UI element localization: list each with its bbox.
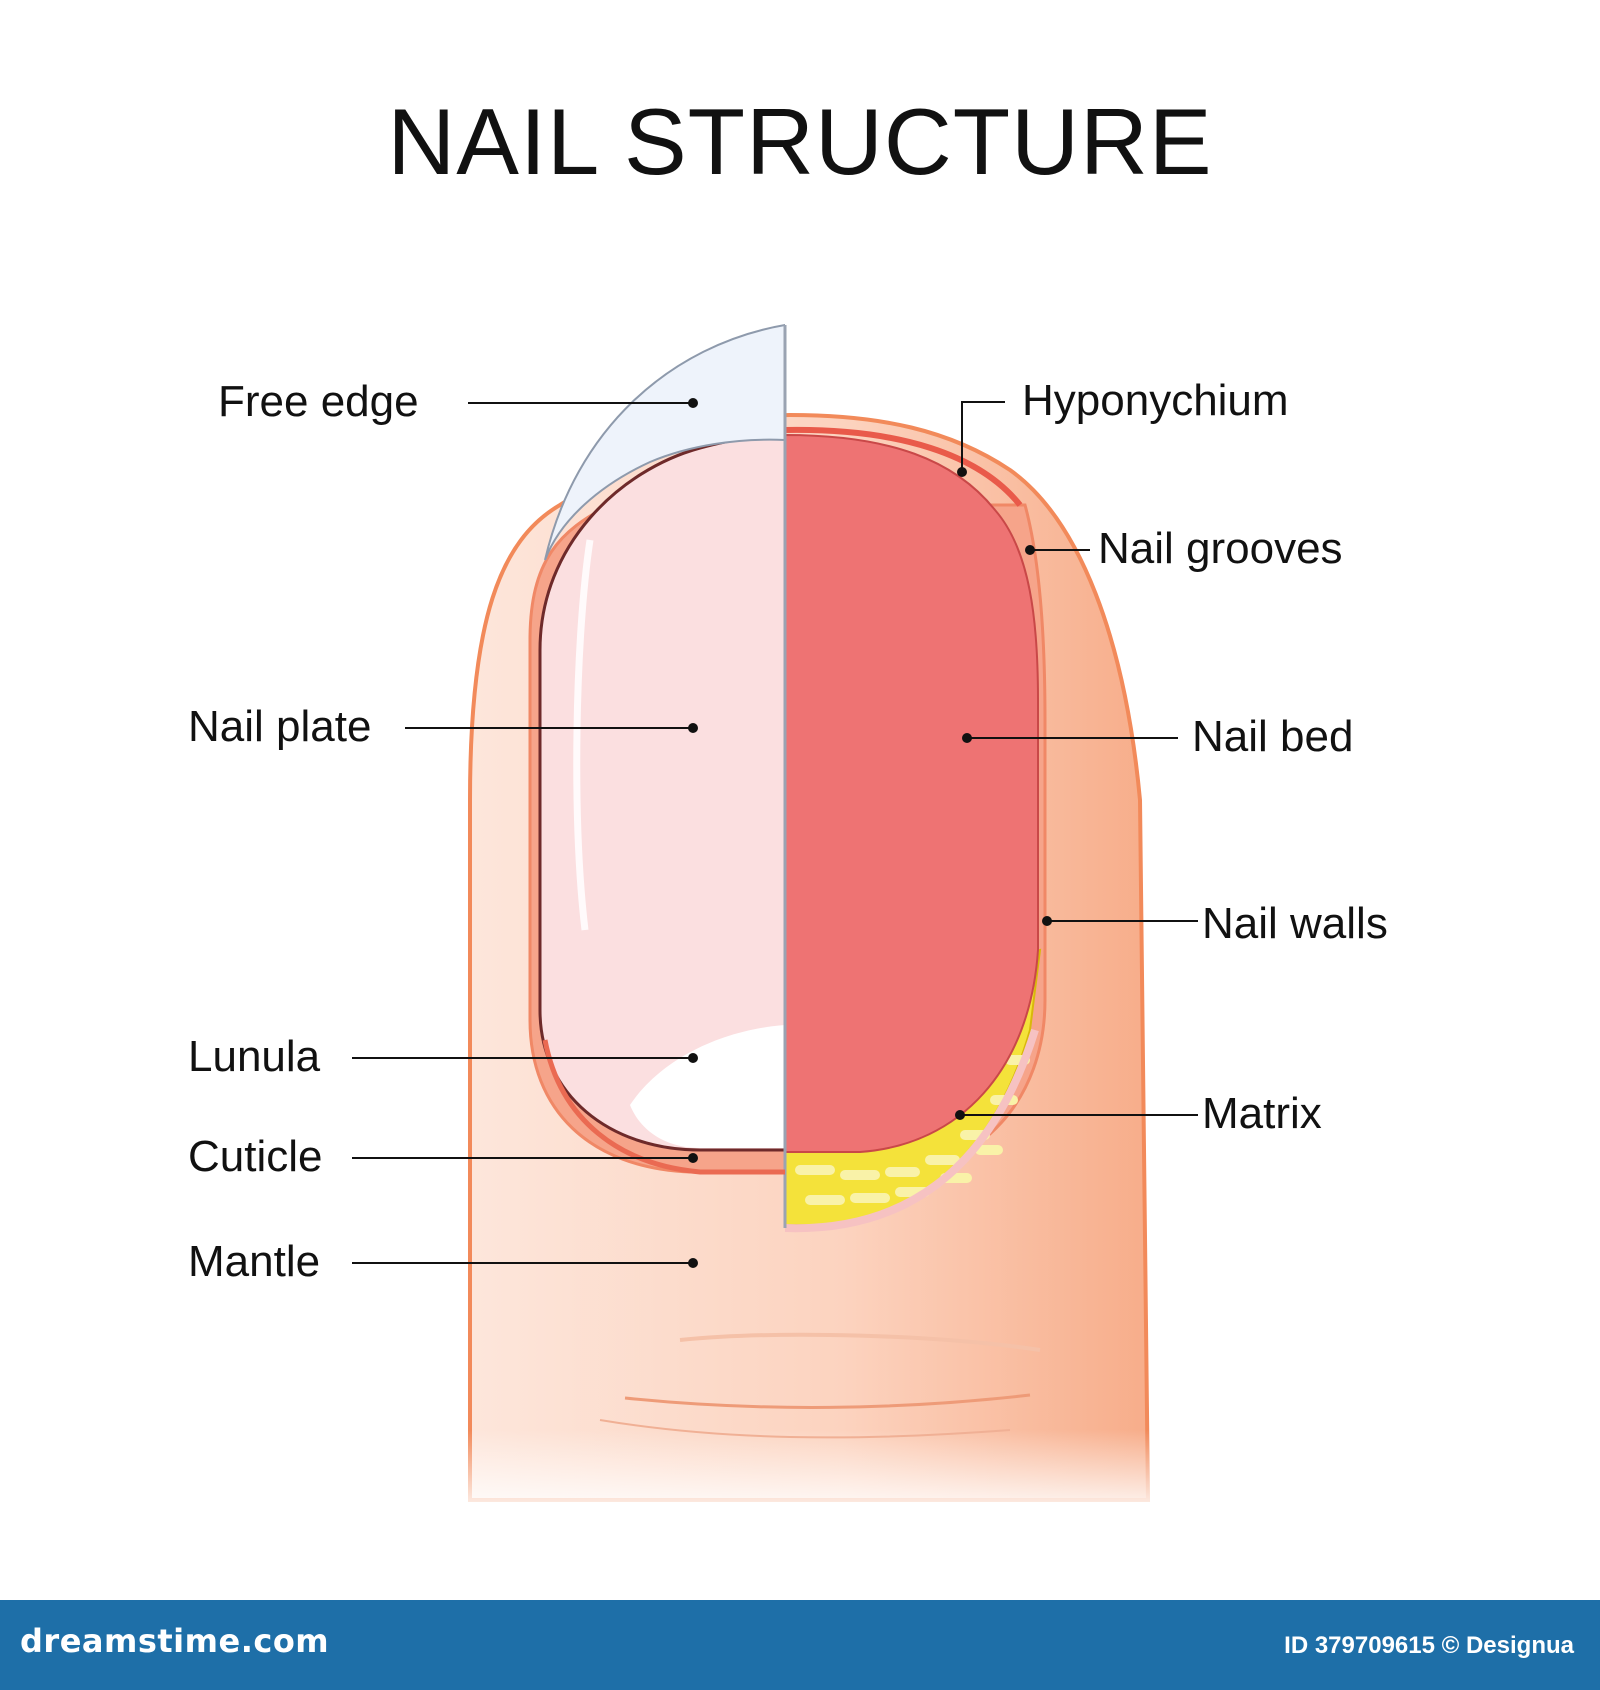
label-hyponychium: Hyponychium — [1022, 376, 1289, 425]
leaders-right — [955, 401, 1198, 1120]
label-lunula: Lunula — [188, 1032, 321, 1081]
label-nail-grooves: Nail grooves — [1098, 524, 1343, 573]
label-nail-bed: Nail bed — [1192, 712, 1353, 761]
label-nail-plate: Nail plate — [188, 702, 371, 751]
leaders-left — [352, 398, 698, 1268]
hyponychium-edge — [785, 426, 1023, 507]
label-cuticle: Cuticle — [188, 1132, 323, 1181]
footer-brand[interactable]: dreamstime.com — [20, 1622, 330, 1660]
footer-credit: ID 379709615 © Designua — [1284, 1632, 1574, 1659]
matrix-lower-border — [785, 1028, 1039, 1233]
knuckle-crease-3 — [599, 1419, 1011, 1439]
label-free-edge: Free edge — [218, 377, 419, 426]
nail-bed — [785, 433, 1039, 1153]
footer-bar: dreamstime.com ID 379709615 © Designua — [0, 1600, 1600, 1690]
label-matrix: Matrix — [1202, 1089, 1322, 1138]
finger-bottom-fade — [440, 1430, 1160, 1510]
knuckle-crease-2 — [624, 1393, 1031, 1409]
label-nail-walls: Nail walls — [1202, 899, 1388, 948]
nail-bed-group — [785, 426, 1042, 1233]
cuticle-edge — [542, 1039, 785, 1175]
nail-plate-group — [538, 323, 785, 1152]
knuckle-crease-1 — [679, 1332, 1041, 1352]
nail-structure-diagram: Free edge Nail plate Lunula Cuticle Mant… — [188, 323, 1388, 1510]
page-title: NAIL STRUCTURE — [387, 89, 1213, 194]
lunula-shape — [630, 1025, 785, 1148]
free-edge-shape — [544, 323, 785, 561]
nail-plate-highlight — [573, 539, 594, 931]
label-mantle: Mantle — [188, 1237, 320, 1286]
